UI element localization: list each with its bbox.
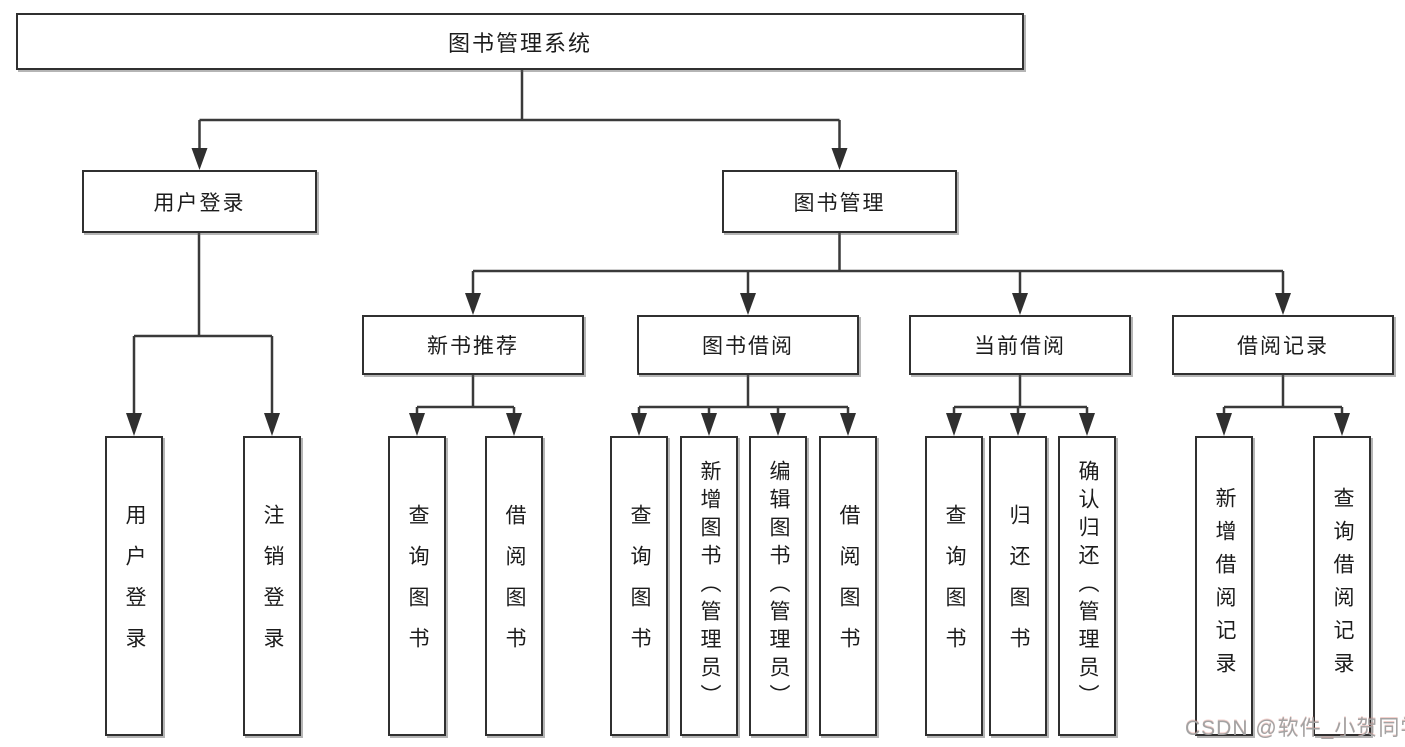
node-book-borrowing: 图书借阅 [637,315,859,375]
node-borrow-records: 借阅记录 [1172,315,1394,375]
node-new-book-recommend: 新书推荐 [362,315,584,375]
leaf-query-books-recommend: 查询图书 [388,436,446,736]
node-root: 图书管理系统 [16,13,1024,70]
leaf-query-books-borrowing: 查询图书 [610,436,668,736]
leaf-confirm-return-admin: 确认归还（管理员） [1058,436,1116,736]
leaf-query-books-current: 查询图书 [925,436,983,736]
leaf-logout: 注销登录 [243,436,301,736]
node-user-login: 用户登录 [82,170,317,233]
node-current-borrowing: 当前借阅 [909,315,1131,375]
leaf-query-borrow-record: 查询借阅记录 [1313,436,1371,736]
leaf-borrow-books-recommend: 借阅图书 [485,436,543,736]
csdn-watermark: CSDN @软件_小贺同学 [1185,717,1405,740]
arrowheads [126,148,1350,436]
leaf-add-books-admin: 新增图书（管理员） [680,436,738,736]
leaf-return-books: 归还图书 [989,436,1047,736]
leaf-borrow-books-borrowing: 借阅图书 [819,436,877,736]
leaf-user-login: 用户登录 [105,436,163,736]
node-book-management: 图书管理 [722,170,957,233]
leaf-add-borrow-record: 新增借阅记录 [1195,436,1253,736]
leaf-edit-books-admin: 编辑图书（管理员） [749,436,807,736]
